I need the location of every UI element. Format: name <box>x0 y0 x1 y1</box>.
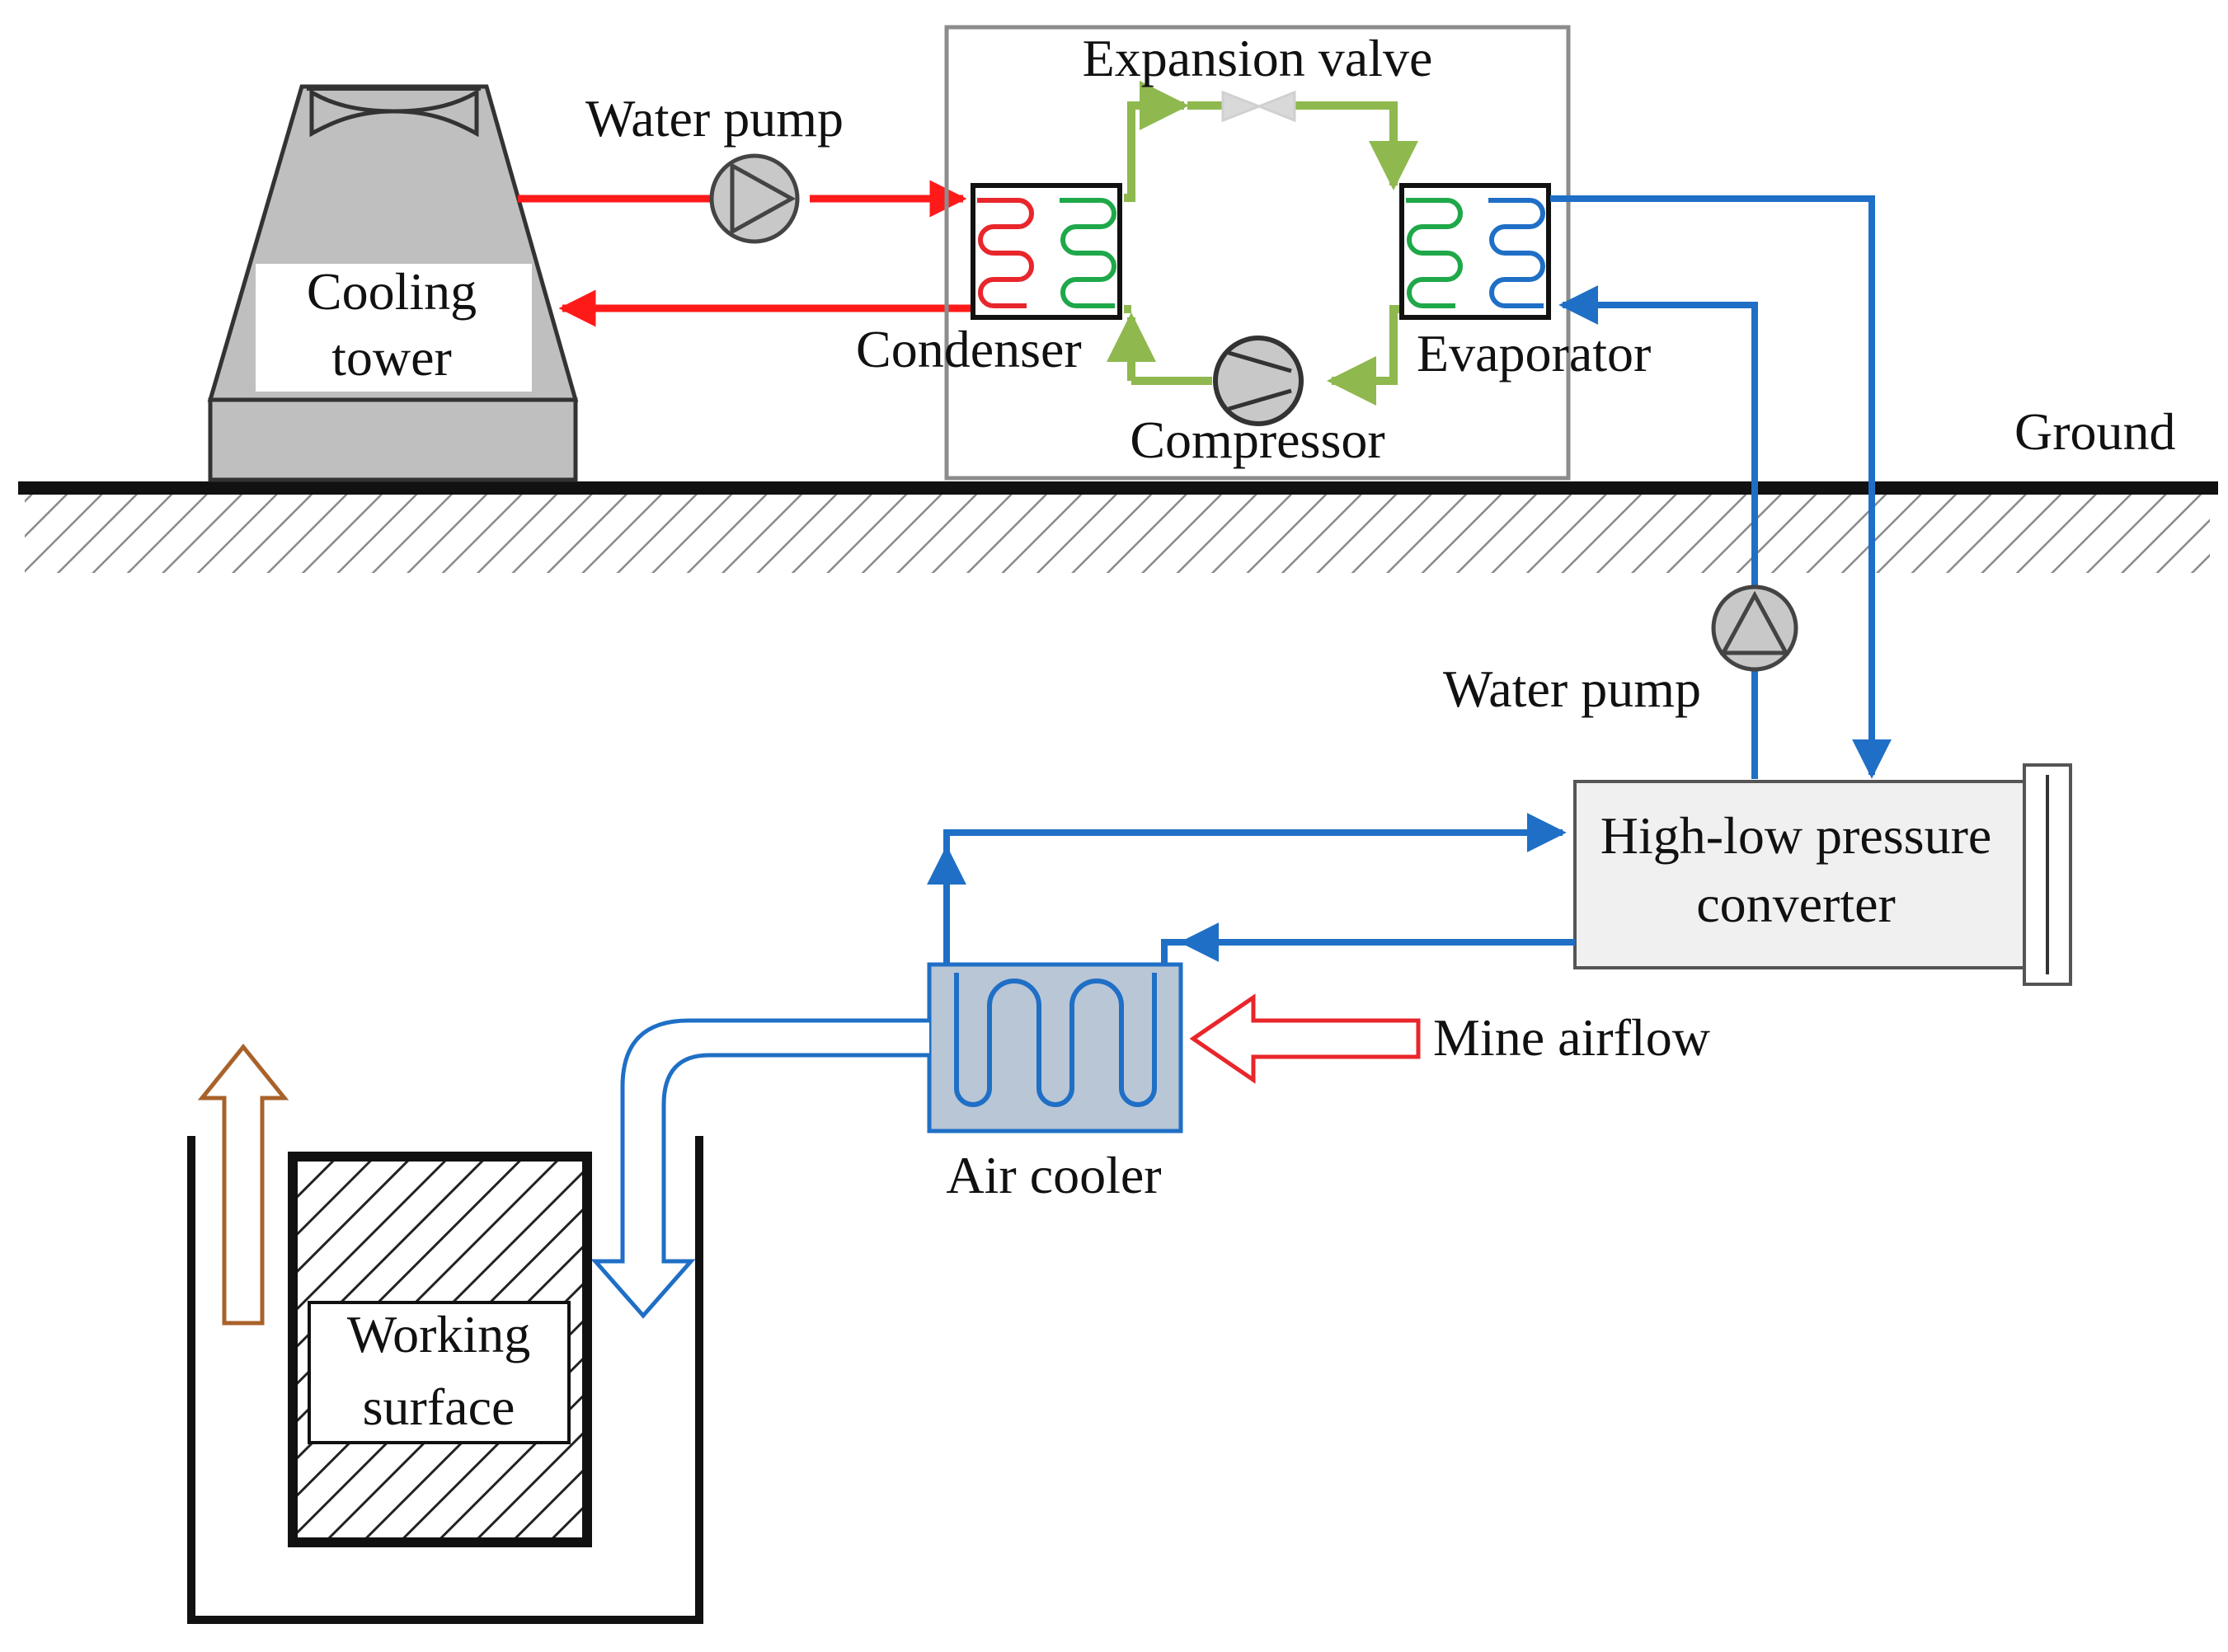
chiller-unit: Expansion valve Compressor Condenser Eva… <box>856 25 1651 481</box>
air-cooler-label: Air cooler <box>946 1146 1161 1204</box>
cooling-tower-label-line2: tower <box>331 328 452 387</box>
cooled-air-duct <box>590 1018 929 1319</box>
cooling-tower-label-line1: Cooling <box>307 262 477 321</box>
refrigerant-loop <box>1107 81 1418 406</box>
working-surface-label-line2: surface <box>363 1377 515 1436</box>
mine-airflow-arrow-icon <box>1189 993 1421 1084</box>
chilled-return-pipe-upper <box>1558 285 1758 587</box>
air-cooler: Air cooler <box>927 962 1183 1204</box>
water-pump-right-label: Water pump <box>1443 659 1701 718</box>
water-pump-right-icon <box>1711 584 1798 672</box>
condenser: Condenser <box>856 183 1122 378</box>
refrigerant-from-evaporator <box>1327 305 1402 406</box>
expansion-valve-icon <box>1221 90 1296 123</box>
cooling-tower-label-box <box>256 264 532 392</box>
air-cooler-supply-pipe <box>1161 939 1575 963</box>
mine-airflow: Mine airflow <box>1189 993 1710 1084</box>
evaporator-label: Evaporator <box>1417 324 1651 382</box>
condenser-label: Condenser <box>856 320 1082 378</box>
working-area: Working surface <box>187 1044 703 1624</box>
chilled-water-loop: Water pump <box>1443 195 1892 779</box>
condenser-coil-refrigerant <box>1060 198 1116 308</box>
cooling-tower-base <box>208 397 578 482</box>
converter-label-line1: High-low pressure <box>1600 806 1992 865</box>
condenser-coil-hot <box>977 198 1034 308</box>
condenser-water-loop: Water pump <box>518 89 971 327</box>
refrigerant-to-valve <box>1124 81 1189 202</box>
cooling-tower: Cooling tower <box>207 84 579 482</box>
evaporator-coil-refrigerant <box>1406 198 1463 308</box>
mine-airflow-label: Mine airflow <box>1433 1008 1710 1067</box>
return-air-arrow-icon <box>197 1044 289 1326</box>
converter-label-line2: converter <box>1696 875 1896 933</box>
evaporator: Evaporator <box>1399 183 1651 382</box>
working-surface-label-box <box>308 1301 571 1444</box>
evaporator-coil-water <box>1488 198 1545 308</box>
chilled-supply-pipe <box>1550 195 1892 779</box>
fan-icon <box>309 88 479 138</box>
refrigerant-to-evaporator <box>1334 101 1418 190</box>
ground-hatch <box>25 492 2210 573</box>
water-pump-top-label: Water pump <box>585 89 844 148</box>
pressure-converter: High-low pressure converter <box>1573 763 2072 986</box>
expansion-valve-label: Expansion valve <box>1083 29 1433 87</box>
air-cooler-return-pipe <box>943 813 1567 963</box>
working-surface-label-line1: Working <box>347 1305 530 1363</box>
water-pump-icon <box>709 153 800 244</box>
air-cooler-coil <box>954 973 1157 1107</box>
working-roadway-wall <box>187 1136 703 1624</box>
compressor-icon <box>1213 336 1304 426</box>
ground-group: Ground <box>18 402 2218 573</box>
underground-water-pipes <box>927 813 1575 963</box>
chiller-enclosure <box>944 25 1571 481</box>
cooled-air-duct-body <box>590 1018 929 1319</box>
ground-label: Ground <box>2014 402 2176 461</box>
compressor-label: Compressor <box>1130 411 1384 469</box>
